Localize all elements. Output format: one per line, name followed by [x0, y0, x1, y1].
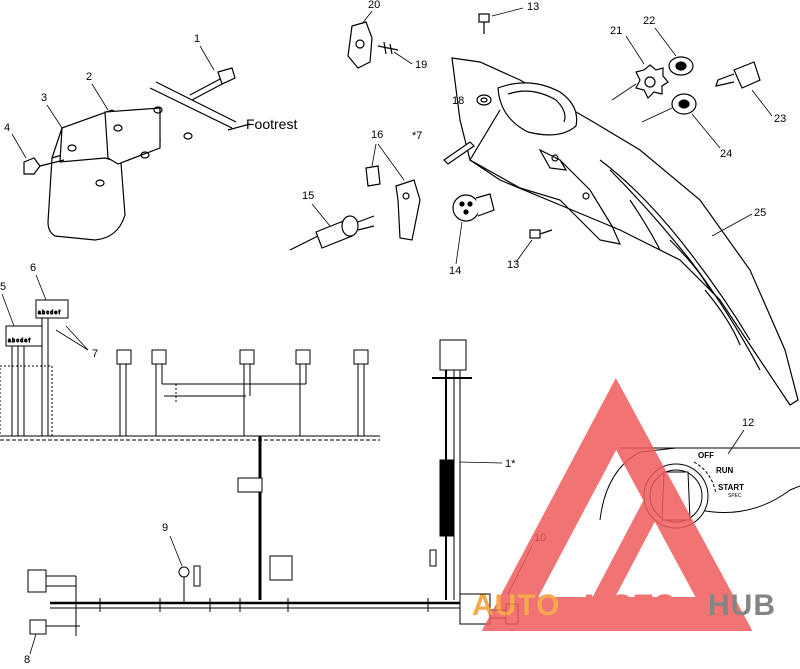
callout-1star: 1* — [505, 458, 516, 470]
screw-part-13-top — [478, 13, 490, 34]
ignition-small-label: SPEC — [728, 493, 742, 499]
callout-6: 6 — [30, 262, 36, 274]
watermark-part3: HUB — [708, 589, 776, 622]
callout-22: 22 — [643, 15, 655, 27]
watermark-part2: MOTO — [584, 589, 677, 622]
ignition-run-label: RUN — [716, 466, 734, 475]
callout-13-bottom: 13 — [507, 259, 519, 271]
watermark-logo: AUTO MOTO HUB — [472, 377, 776, 631]
callout-13-top: 13 — [527, 1, 539, 13]
connector-part-14 — [452, 193, 495, 222]
ignition-off-label: OFF — [698, 451, 714, 460]
svg-text:a b c d e f: a b c d e f — [8, 338, 31, 344]
watermark-part1: AUTO — [472, 589, 560, 622]
ignition-start-label: START — [718, 483, 744, 492]
callout-2: 2 — [86, 71, 92, 83]
callout-8: 8 — [24, 654, 30, 666]
callout-18: 18 — [452, 95, 464, 107]
svg-text:a b c d e f: a b c d e f — [38, 310, 61, 316]
grommet-part-18 — [476, 94, 492, 106]
console-housing — [451, 57, 799, 406]
callout-19: 19 — [415, 59, 427, 71]
callout-14: 14 — [449, 265, 461, 277]
sensor-part-15 — [289, 215, 375, 251]
callout-21: 21 — [610, 25, 622, 37]
callout-16: 16 — [371, 129, 383, 141]
callout-3: 3 — [41, 92, 47, 104]
footrest-plate-assembly — [23, 67, 251, 241]
callout-5: 5 — [0, 281, 6, 293]
wiring-harness: a b c d e f a b c d e f — [0, 299, 519, 636]
screw-part-13-bottom — [529, 229, 553, 239]
callout-24: 24 — [720, 148, 732, 160]
footrest-label: Footrest — [246, 116, 297, 132]
callout-4: 4 — [4, 122, 10, 134]
callout-9: 9 — [162, 522, 168, 534]
callout-25: 25 — [754, 207, 766, 219]
callout-15: 15 — [302, 190, 314, 202]
callout-23: 23 — [774, 113, 786, 125]
callout-20: 20 — [368, 0, 380, 11]
callout-7: 7 — [92, 348, 98, 360]
callout-star7: *7 — [412, 130, 422, 142]
terminals-part-16 — [365, 165, 421, 241]
key-switch-parts-21-24 — [635, 56, 761, 115]
fuse-holder-part-20 — [347, 21, 399, 69]
callout-1: 1 — [194, 33, 200, 45]
clip-part-7 — [443, 141, 475, 165]
callout-12: 12 — [742, 417, 754, 429]
